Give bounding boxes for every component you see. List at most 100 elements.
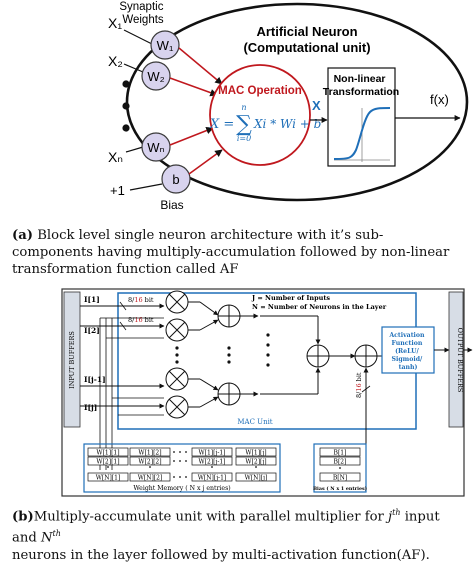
input-x1: X₁ — [108, 15, 122, 31]
mac-formula-lhs: X = — [209, 117, 234, 132]
weight-node-wn — [141, 132, 171, 162]
input-xn: Xₙ — [108, 149, 123, 165]
bias-node-label: b — [172, 172, 179, 187]
weight-cell — [191, 456, 233, 466]
weight-memory-label: Weight Memory ( N x j entries) — [133, 485, 230, 492]
ellipsis-dot — [255, 466, 257, 468]
bit-label-second: 8/16 bit — [128, 316, 154, 324]
sigmoid-curve — [333, 107, 391, 160]
bias-cell-label: B[N] — [333, 474, 347, 481]
ellipsis-dot — [185, 451, 187, 453]
bit-label-vertical: 8/16 bit — [355, 372, 363, 398]
mac-unit-diagram: INPUT BUFFERS OUTPUT BUFFERS MAC Unit I[… — [61, 288, 473, 497]
weight-cell-label: W[N][j-1] — [198, 474, 227, 481]
caption-a: (a) Block level single neuron architectu… — [12, 227, 464, 278]
ellipsis-dot — [179, 460, 181, 462]
mac-sum-top: n — [241, 103, 246, 112]
ellipsis-dot — [122, 80, 130, 88]
caption-b-text-1: Multiply-accumulate unit with parallel m… — [33, 509, 389, 525]
activation-function-box-visual — [381, 326, 435, 374]
weight-cell — [129, 472, 171, 482]
ellipsis-dot — [339, 467, 341, 469]
multiplier — [165, 395, 189, 419]
mac-operation-title: MAC Operation — [218, 85, 302, 97]
ellipsis-dot — [149, 466, 151, 468]
adder — [217, 382, 241, 406]
weight-cell — [129, 456, 171, 466]
weight-cell-label: W[2][j-1] — [198, 458, 225, 465]
neuron-subtitle: (Computational unit) — [243, 40, 370, 55]
mac-output-x: X — [312, 98, 321, 113]
weight-cell — [235, 472, 277, 482]
input-buffers-box — [63, 291, 81, 428]
caption-a-tag: (a) — [12, 228, 34, 243]
mac-unit-label: MAC Unit — [237, 418, 272, 426]
weight-node-w1 — [150, 30, 180, 60]
mac-formula-body: Xi * Wi + b — [253, 117, 321, 131]
ellipsis-dot — [185, 460, 187, 462]
weight-cell-label: W[2][1] — [96, 458, 119, 465]
caption-b-th1: th — [392, 508, 401, 517]
activation-function-box — [418, 325, 444, 326]
ellipsis-dot — [173, 451, 175, 453]
bias-memory-cells: B[1] B[2] B[N] — [319, 447, 361, 482]
input-label-j: I[j] — [84, 403, 97, 412]
bias-cell-label: B[1] — [334, 449, 347, 456]
bias-memory-label: Bias ( N x 1 entries) — [313, 485, 367, 492]
weight-cell-label: W[N][2] — [138, 474, 163, 481]
weight-cell — [235, 456, 277, 466]
caption-b-tag: (b) — [12, 509, 34, 525]
legend-n: N = Number of Neurons in the Layer — [252, 303, 387, 311]
ellipsis-dot — [211, 466, 213, 468]
figure-canvas: Synaptic Weights Artificial Neuron (Comp… — [61, 1, 473, 497]
weight-cell-label: W[N][j] — [245, 474, 268, 481]
mac-sum-bottom: i=0 — [237, 134, 251, 143]
bias-cell — [319, 472, 361, 482]
ellipsis-dot — [122, 124, 130, 132]
ellipsis-dot — [107, 466, 109, 468]
weight-cell — [129, 447, 171, 457]
weight-cell — [87, 472, 129, 482]
weight-node-w2 — [141, 61, 171, 91]
weight-label-wn: Wₙ — [147, 140, 164, 155]
artificial-neuron-circle — [125, 2, 469, 202]
caption-a-text: Block level single neuron architecture w… — [12, 228, 450, 277]
weight-cell-label: W[2][2] — [138, 458, 161, 465]
weight-cell — [235, 447, 277, 457]
weight-cell — [191, 472, 233, 482]
input-buffers-label: INPUT BUFFERS — [68, 331, 76, 389]
ellipsis-dot — [173, 460, 175, 462]
ellipsis-dot — [173, 476, 175, 478]
weight-cell — [87, 447, 129, 457]
weight-cell-label: W[1][j-1] — [198, 449, 225, 456]
neuron-diagram: Synaptic Weights Artificial Neuron (Comp… — [108, 1, 469, 212]
bias-input-label: +1 — [110, 183, 125, 198]
output-buffers-label: OUTPUT BUFFERS — [456, 328, 464, 393]
bias-cell — [319, 456, 361, 466]
synaptic-weights-label: Synaptic Weights — [119, 1, 166, 26]
nonlinear-title: Non-linear Transformation — [323, 73, 399, 98]
output-fx: f(x) — [430, 92, 449, 107]
adder — [354, 344, 378, 368]
weight-memory-frame — [83, 443, 281, 493]
bias-memory-frame — [313, 443, 367, 493]
bit-label-top: 8/16 bit — [128, 296, 154, 304]
bias-label: Bias — [160, 198, 183, 212]
weight-cell-label: W[1][1] — [96, 449, 119, 456]
multiplier — [165, 290, 189, 314]
mac-operation-circle — [209, 64, 311, 166]
input-label-jm1: I[j-1] — [84, 375, 106, 384]
bias-cell-label: B[2] — [334, 458, 347, 465]
weight-cell-label: W[1][2] — [138, 449, 161, 456]
caption-b-text-3: neurons in the layer followed by multi-a… — [12, 547, 430, 563]
caption-b-j: j — [388, 509, 393, 525]
input-x2: X₂ — [108, 53, 123, 69]
bias-cell — [319, 447, 361, 457]
ellipsis-dot — [185, 476, 187, 478]
weight-label-w1: W₁ — [157, 38, 174, 53]
weight-label-w2: W₂ — [147, 69, 164, 84]
weight-cell-label: W[2][j] — [245, 458, 266, 465]
weight-memory-cells: W[1][1]W[1][2]W[1][j-1]W[1][j]W[2][1]W[2… — [87, 447, 277, 482]
caption-b-n: N — [41, 530, 53, 546]
weight-cell — [191, 447, 233, 457]
